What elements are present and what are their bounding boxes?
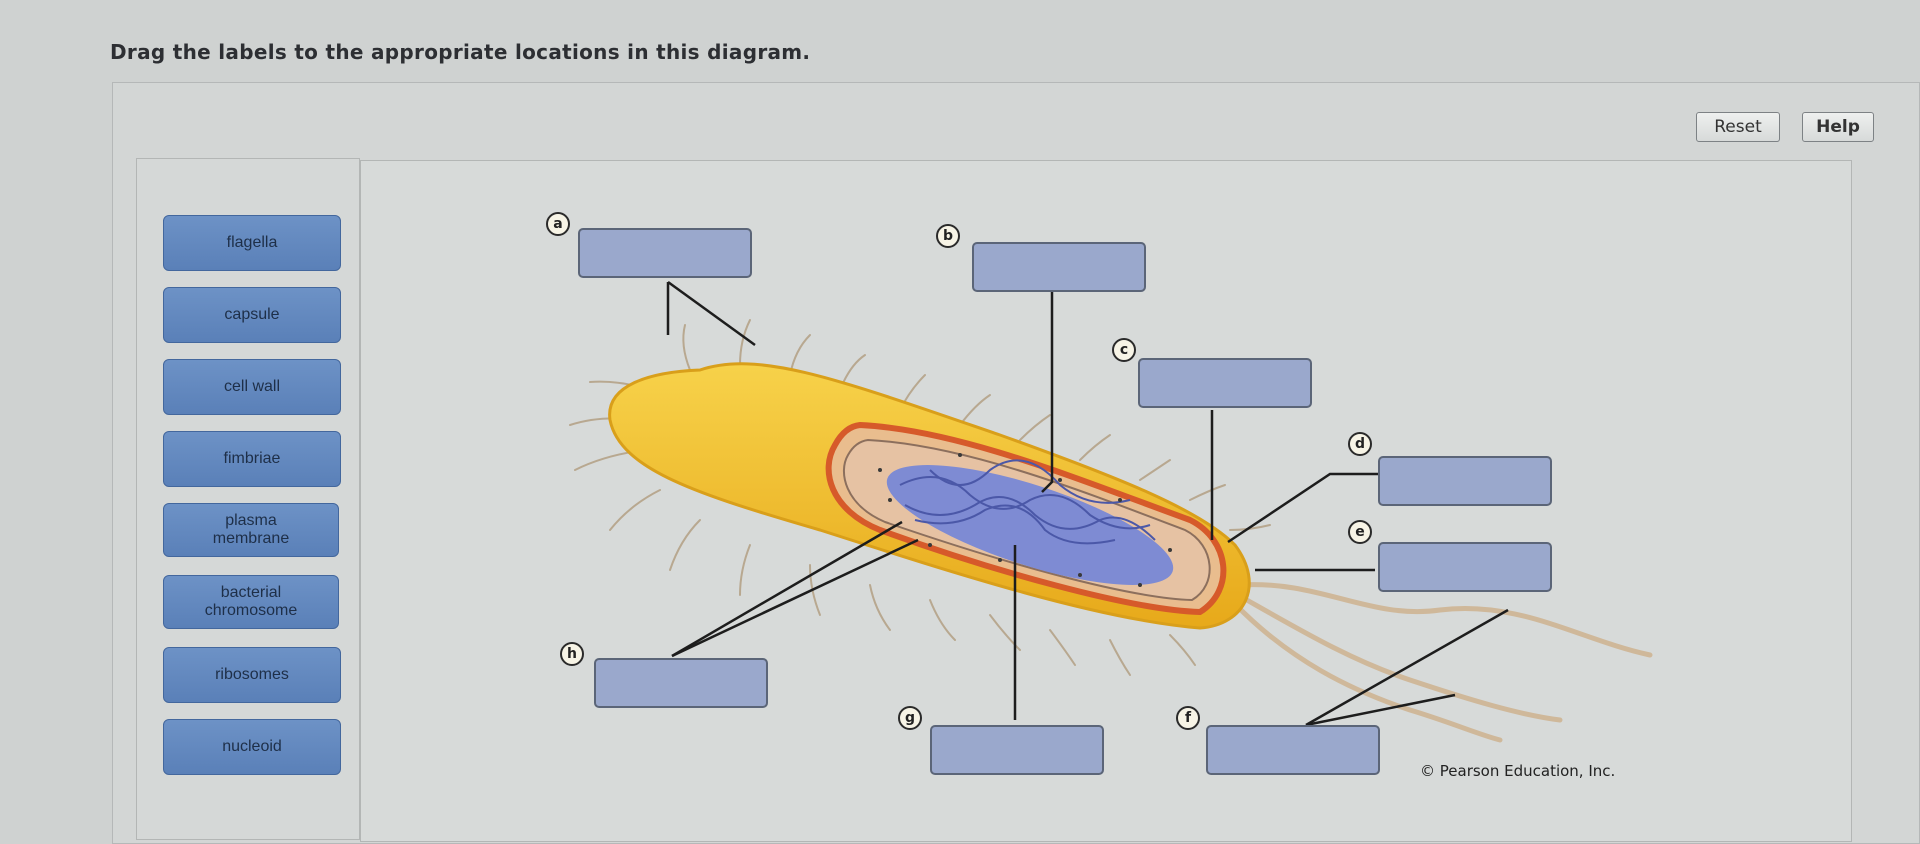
marker-b: b [936, 224, 960, 248]
ribosome-dots [878, 453, 1172, 587]
reset-button[interactable]: Reset [1696, 112, 1780, 142]
leader-lines [666, 280, 1509, 727]
marker-a: a [546, 212, 570, 236]
chromosome-tangle [886, 459, 1174, 585]
marker-d: d [1348, 432, 1372, 456]
marker-e: e [1348, 520, 1372, 544]
label-plasma-membrane[interactable]: plasma membrane [163, 503, 339, 557]
drop-target-h[interactable] [594, 658, 768, 708]
drop-target-f[interactable] [1206, 725, 1380, 775]
drop-target-g[interactable] [930, 725, 1104, 775]
drop-target-e[interactable] [1378, 542, 1552, 592]
drop-target-d[interactable] [1378, 456, 1552, 506]
marker-h: h [560, 642, 584, 666]
label-flagella[interactable]: flagella [163, 215, 341, 271]
marker-c: c [1112, 338, 1136, 362]
label-nucleoid[interactable]: nucleoid [163, 719, 341, 775]
fimbriae-hairs [569, 319, 1271, 676]
label-bank: flagella capsule cell wall fimbriae plas… [136, 158, 360, 840]
label-fimbriae[interactable]: fimbriae [163, 431, 341, 487]
help-button[interactable]: Help [1802, 112, 1874, 142]
label-ribosomes[interactable]: ribosomes [163, 647, 341, 703]
copyright-notice: © Pearson Education, Inc. [1420, 762, 1616, 780]
marker-g: g [898, 706, 922, 730]
label-capsule[interactable]: capsule [163, 287, 341, 343]
instruction-text: Drag the labels to the appropriate locat… [110, 40, 811, 64]
drop-target-a[interactable] [578, 228, 752, 278]
drop-target-b[interactable] [972, 242, 1146, 292]
label-cell-wall[interactable]: cell wall [163, 359, 341, 415]
label-bacterial-chromosome[interactable]: bacterial chromosome [163, 575, 339, 629]
flagella-strands [1233, 582, 1653, 743]
drop-target-c[interactable] [1138, 358, 1312, 408]
marker-f: f [1176, 706, 1200, 730]
